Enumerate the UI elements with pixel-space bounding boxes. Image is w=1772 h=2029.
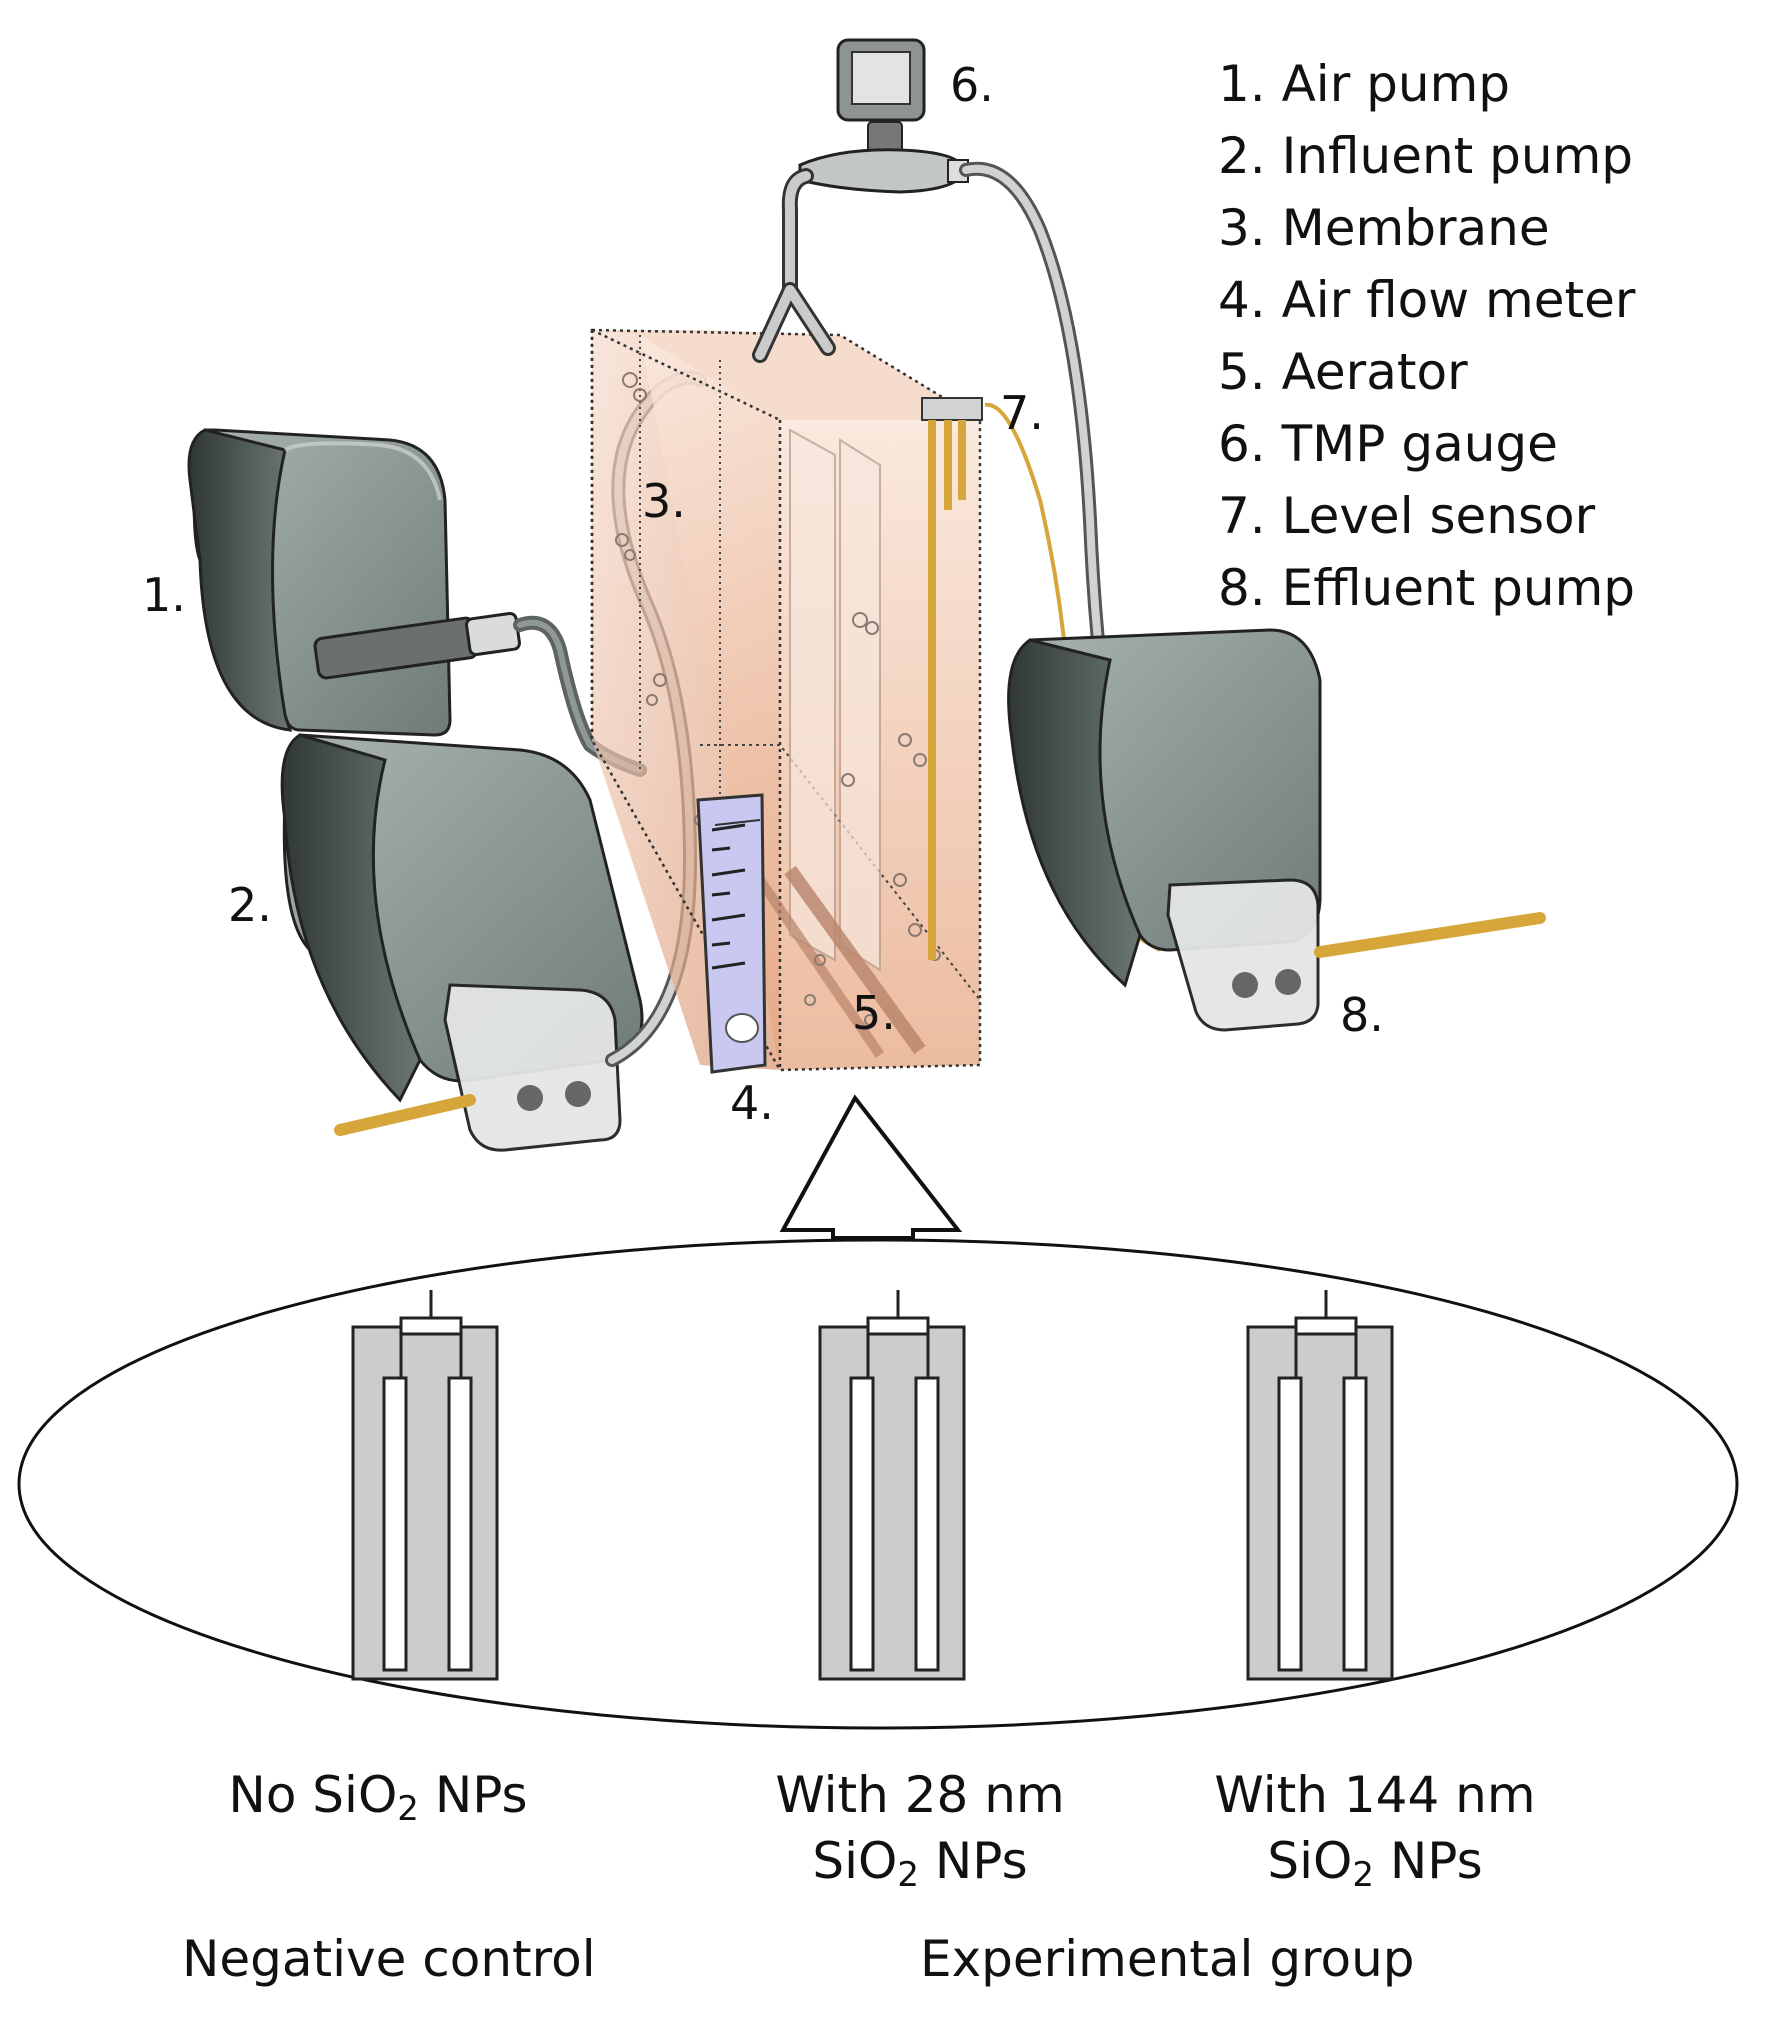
callout-level-sensor: 7.: [1000, 386, 1044, 440]
legend-item: 4. Air flow meter: [1218, 271, 1636, 329]
process-arrow: [779, 1094, 963, 1240]
reactor-tank: [351, 1325, 499, 1681]
air-pump-outlet: [313, 611, 521, 680]
group-label-no-nps: No SiO2 NPs: [168, 1762, 588, 1842]
group-label-line: No SiO2 NPs: [228, 1766, 528, 1829]
membrane-element: [849, 1376, 875, 1672]
reactor-tank: [1246, 1325, 1394, 1681]
callout-effluent-pump: 8.: [1340, 988, 1384, 1042]
group-label-line: With 144 nm: [1214, 1766, 1536, 1824]
reactor-28nm: [818, 1290, 966, 1681]
callout-aerator: 5.: [852, 986, 896, 1040]
bioreactor-tank: [590, 328, 983, 1072]
reactor-manifold: [399, 1316, 463, 1336]
group-label-line: With 28 nm: [775, 1766, 1065, 1824]
callout-membrane: 3.: [642, 474, 686, 528]
air-flow-meter: [696, 793, 767, 1074]
membrane-element: [447, 1376, 473, 1672]
influent-pump-head: [443, 983, 622, 1152]
reactor-144nm: [1246, 1290, 1394, 1681]
callout-influent-pump: 2.: [228, 878, 272, 932]
y-splitter: [752, 168, 836, 363]
legend-item: 6. TMP gauge: [1218, 415, 1558, 473]
experimental-group-label: Experimental group: [920, 1930, 1415, 1988]
flow-meter-ticks: [711, 823, 746, 970]
reactor-manifold: [1294, 1316, 1358, 1336]
group-label-line: SiO2 NPs: [812, 1832, 1028, 1895]
effluent-pump: [1007, 628, 1546, 1032]
legend-item: 7. Level sensor: [1218, 487, 1596, 545]
membrane-element: [1277, 1376, 1303, 1672]
membrane-element: [1342, 1376, 1368, 1672]
aerator: [755, 865, 926, 1058]
group-label-144nm: With 144 nm SiO2 NPs: [1145, 1762, 1605, 1908]
callout-tmp-gauge: 6.: [950, 58, 994, 112]
legend-item: 3. Membrane: [1218, 199, 1550, 257]
reactor-negative-control: [351, 1290, 499, 1681]
legend-item: 8. Effluent pump: [1218, 559, 1636, 617]
membrane-element: [382, 1376, 408, 1672]
legend-item: 5. Aerator: [1218, 343, 1468, 401]
callout-air-flow-meter: 4.: [730, 1076, 774, 1130]
legend-item: 2. Influent pump: [1218, 127, 1634, 185]
group-label-28nm: With 28 nm SiO2 NPs: [700, 1762, 1140, 1908]
legend: 1. Air pump 2. Influent pump 3. Membrane…: [1218, 48, 1635, 624]
air-pump: [187, 428, 521, 737]
influent-pump: [280, 733, 644, 1152]
group-label-line: SiO2 NPs: [1267, 1832, 1483, 1895]
level-sensor: [921, 397, 983, 960]
effluent-pump-head: [1166, 878, 1320, 1032]
reactor-tank: [818, 1325, 966, 1681]
callout-air-pump: 1.: [142, 568, 186, 622]
membrane-element: [914, 1376, 940, 1672]
reactor-manifold: [866, 1316, 930, 1336]
legend-item: 1. Air pump: [1218, 55, 1511, 113]
tmp-gauge: [798, 38, 969, 194]
negative-control-label: Negative control: [182, 1930, 596, 1988]
membrane-module: [789, 428, 881, 972]
